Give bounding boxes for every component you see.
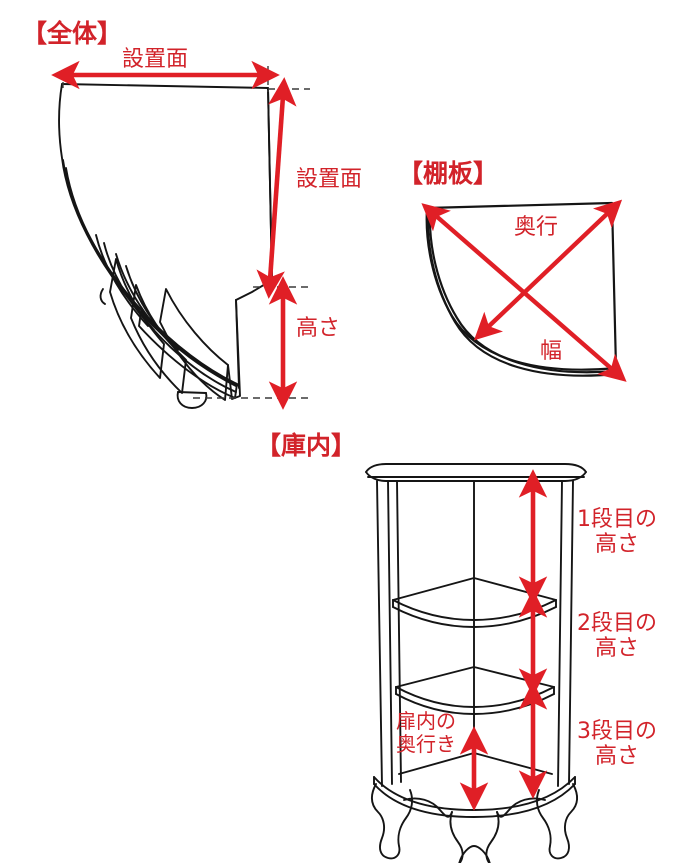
interior-dimension-arrows	[459, 469, 548, 811]
label-tier2-height: 2段目の 高さ	[577, 611, 657, 661]
overall-dimension-arrows	[51, 60, 298, 410]
section-title-shelf-board: 【棚板】	[398, 159, 499, 188]
label-shelf-width: 幅	[540, 339, 563, 364]
label-overall-top-width: 設置面	[122, 47, 189, 72]
label-overall-side-height: 設置面	[296, 167, 363, 192]
arrow-shelf-width	[421, 203, 627, 382]
label-tier3-height: 3段目の 高さ	[577, 719, 657, 769]
label-tier1-height: 1段目の 高さ	[577, 507, 657, 557]
label-shelf-depth: 奥行	[514, 215, 559, 240]
section-title-interior: 【庫内】	[256, 431, 357, 460]
shelf-board-dimension-arrows	[421, 199, 627, 382]
label-door-inner-depth: 扉内の 奥行き	[396, 709, 456, 756]
interior-cabinet-drawing	[365, 463, 587, 863]
overall-cabinet-drawing	[58, 83, 273, 409]
section-title-overall: 【全体】	[22, 19, 123, 48]
label-overall-bottom-height: 高さ	[296, 316, 341, 341]
arrow-overall-side-height	[256, 77, 297, 299]
